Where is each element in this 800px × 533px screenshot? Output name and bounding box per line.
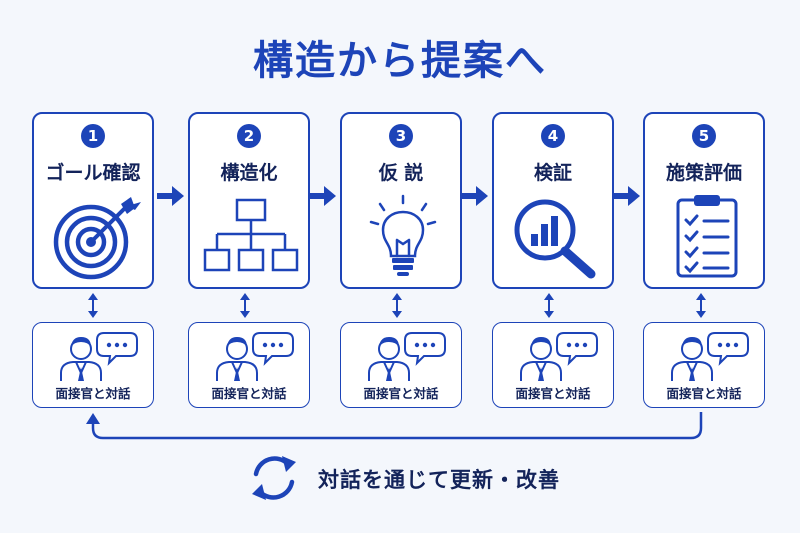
step-label: 施策評価 — [665, 162, 742, 184]
interviewer-label: 面接官と対話 — [55, 386, 131, 401]
loop-arrowhead-icon — [86, 413, 100, 424]
step-number-badge: 2 — [237, 124, 261, 148]
step-number-badge: 3 — [389, 124, 413, 148]
step-label: 構造化 — [220, 162, 278, 184]
interviewer-chat-icon — [60, 332, 138, 381]
interviewer-dialogue-card: 面接官と対話 — [492, 322, 614, 408]
checklist-icon — [676, 195, 738, 278]
step-arrows — [157, 186, 640, 206]
cycle-refresh-icon — [252, 456, 296, 500]
hierarchy-icon — [203, 198, 299, 272]
page-title: 構造から提案へ — [253, 38, 547, 84]
double-arrow-icon — [240, 293, 250, 318]
step-number-badge: 1 — [81, 124, 105, 148]
arrow-right-icon — [309, 186, 336, 206]
interviewer-dialogue-card: 面接官と対話 — [32, 322, 154, 408]
double-arrow-icon — [88, 293, 98, 318]
lightbulb-icon — [369, 194, 437, 276]
vertical-double-arrows — [88, 293, 706, 318]
step-number-badge: 5 — [692, 124, 716, 148]
step-label: ゴール確認 — [45, 162, 141, 184]
magnifier-chart-icon — [514, 199, 596, 279]
target-icon — [53, 197, 141, 280]
step-card-structuring: 2 構造化 — [188, 112, 310, 289]
double-arrow-icon — [392, 293, 402, 318]
interviewer-dialogue-card: 面接官と対話 — [188, 322, 310, 408]
interviewer-chat-icon — [216, 332, 294, 381]
cycle-caption: 対話を通じて更新・改善 — [318, 468, 560, 492]
arrow-right-icon — [157, 186, 184, 206]
step-card-goal: 1 ゴール確認 — [32, 112, 154, 289]
interviewer-label: 面接官と対話 — [363, 386, 439, 401]
interviewer-label: 面接官と対話 — [666, 386, 742, 401]
step-number-badge: 4 — [541, 124, 565, 148]
arrow-right-icon — [613, 186, 640, 206]
step-label: 検証 — [533, 162, 572, 184]
interviewer-chat-icon — [368, 332, 446, 381]
interviewer-label: 面接官と対話 — [211, 386, 287, 401]
interviewer-label: 面接官と対話 — [515, 386, 591, 401]
step-label: 仮 説 — [378, 162, 424, 184]
step-card-hypothesis: 3 仮 説 — [340, 112, 462, 289]
interviewer-dialogue-card: 面接官と対話 — [340, 322, 462, 408]
interviewer-dialogue-card: 面接官と対話 — [643, 322, 765, 408]
step-card-verification: 4 検証 — [492, 112, 614, 289]
feedback-loop-line — [91, 412, 703, 440]
step-card-evaluation: 5 施策評価 — [643, 112, 765, 289]
double-arrow-icon — [544, 293, 554, 318]
double-arrow-icon — [696, 293, 706, 318]
interviewer-chat-icon — [671, 332, 749, 381]
arrow-right-icon — [461, 186, 488, 206]
interviewer-chat-icon — [520, 332, 598, 381]
